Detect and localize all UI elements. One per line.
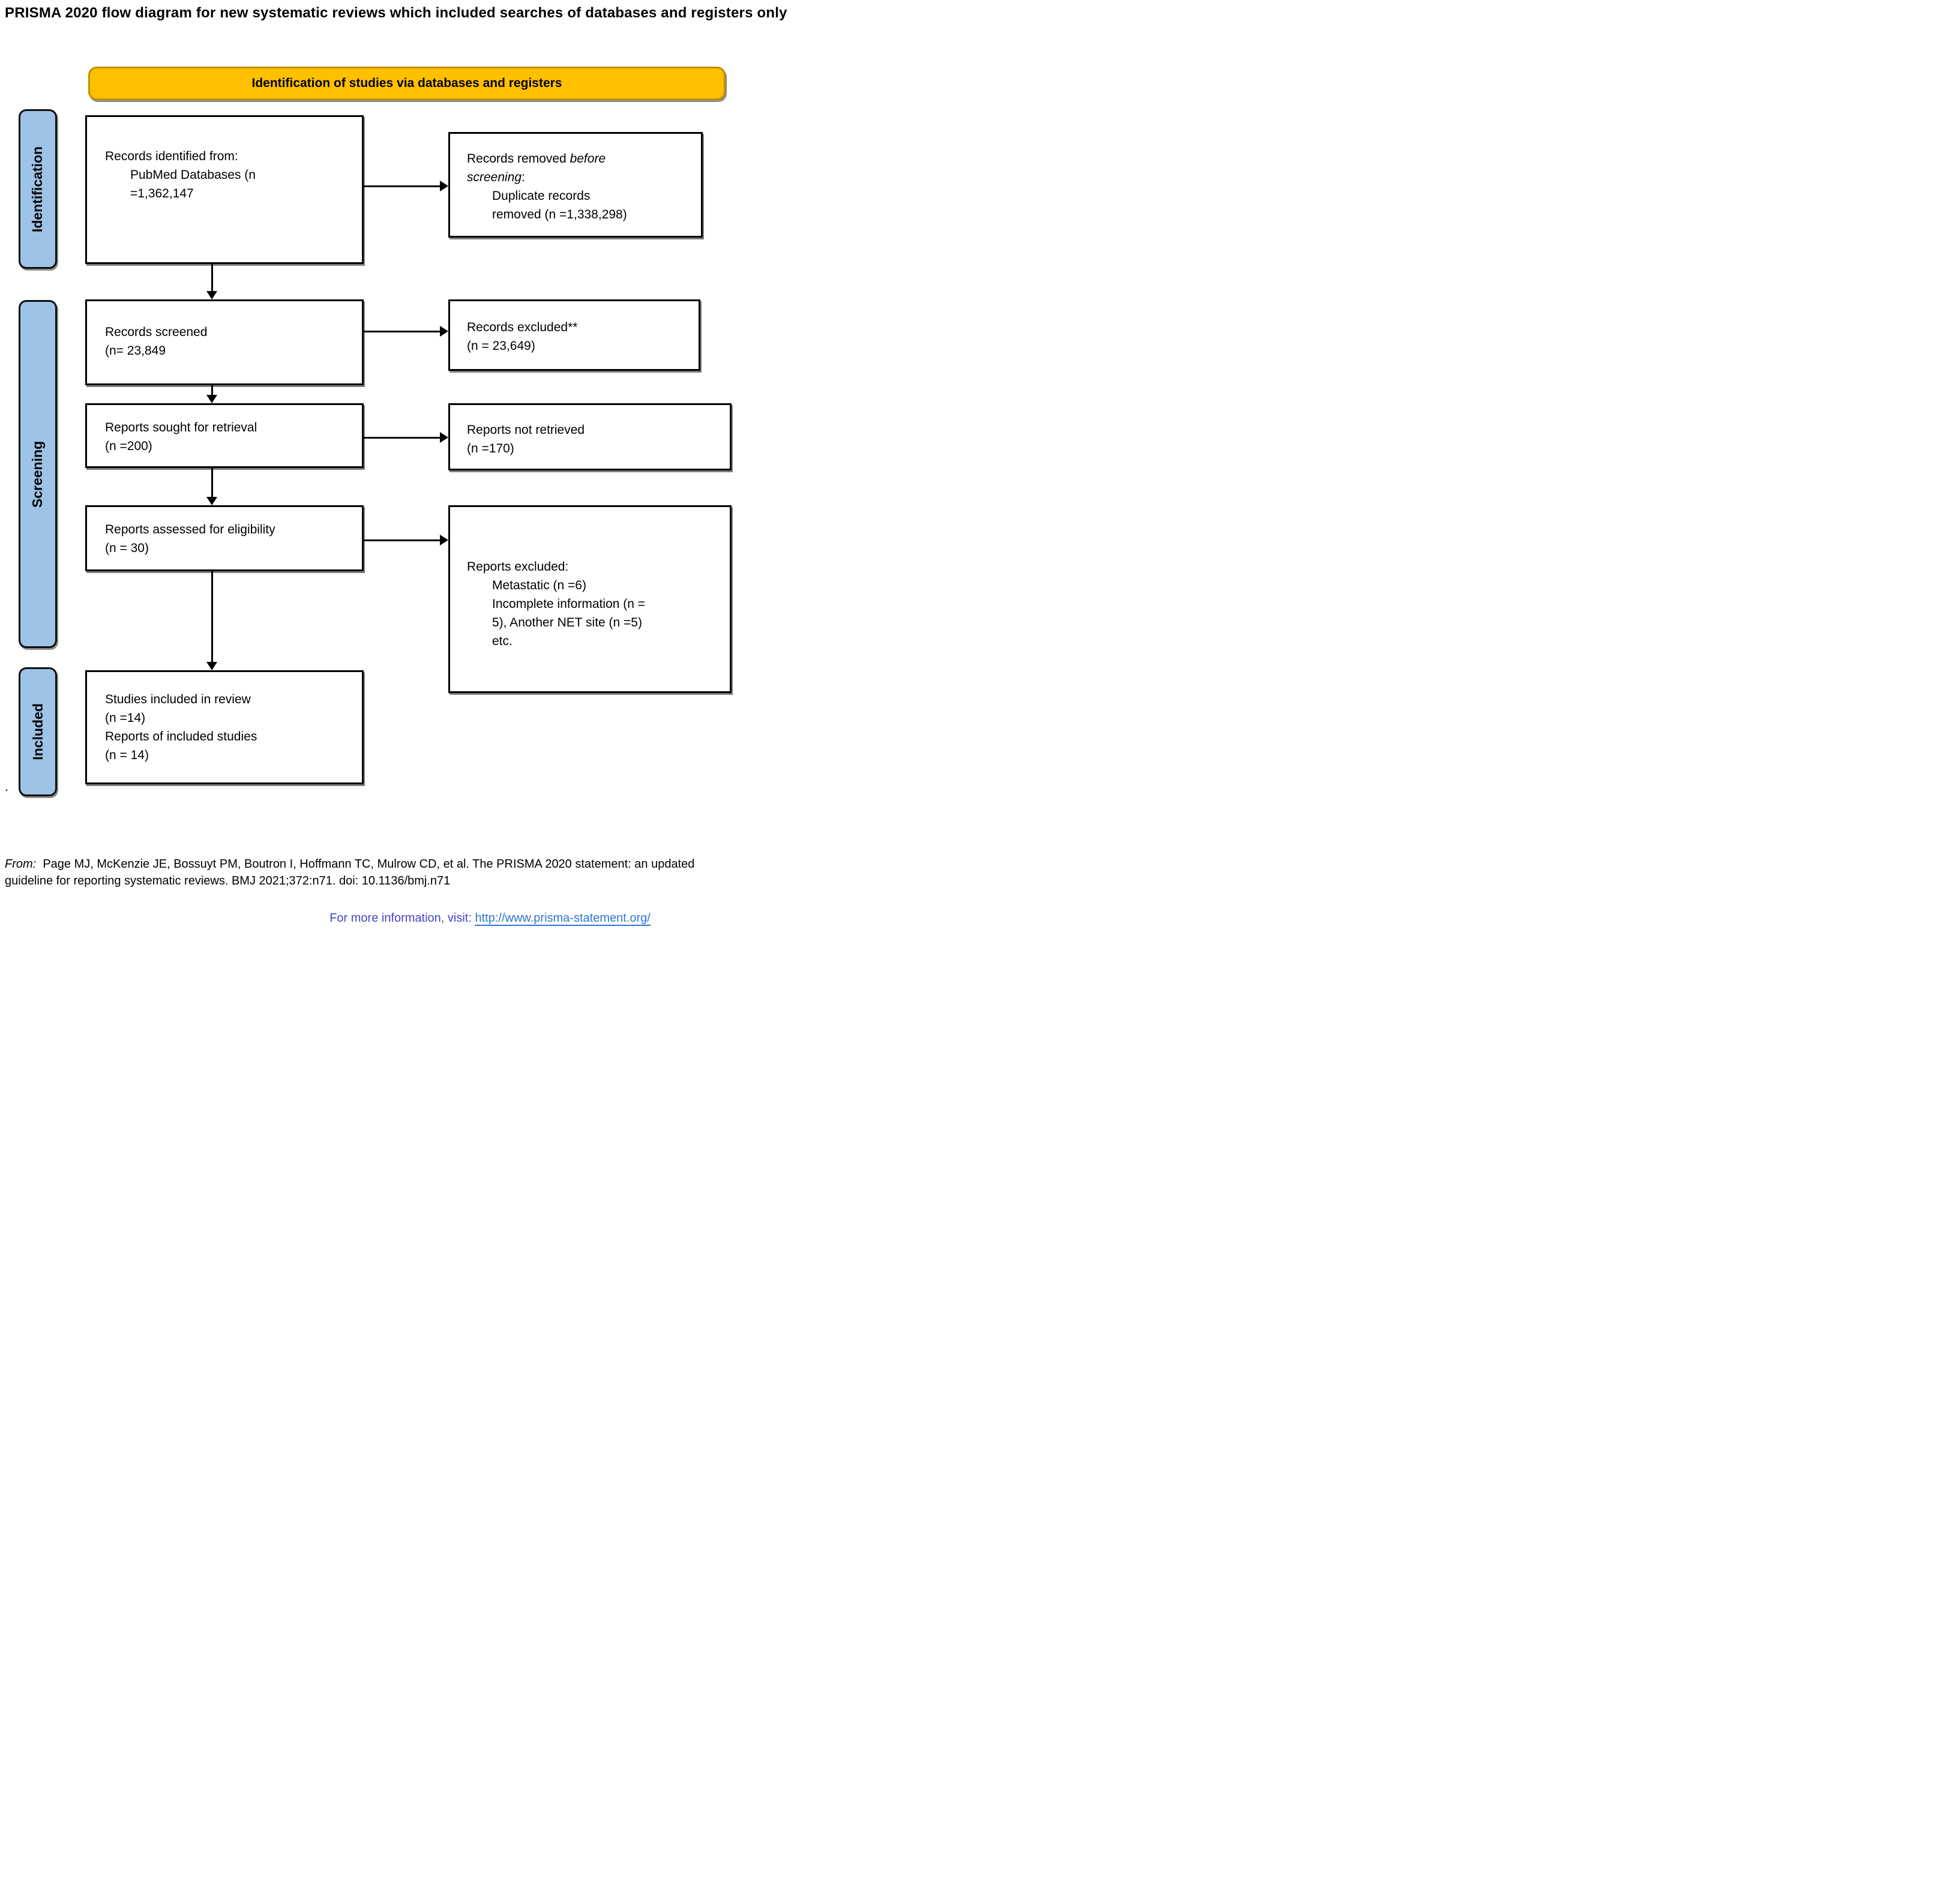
arrow-screened-to-excluded-line (364, 331, 440, 332)
box-line: Records screened (105, 325, 208, 339)
box-line: PubMed Databases (n (130, 168, 256, 182)
citation-line-1: Page MJ, McKenzie JE, Bossuyt PM, Boutro… (36, 857, 695, 871)
box-line: =1,362,147 (130, 187, 194, 200)
more-info-line: For more information, visit: http://www.… (0, 911, 980, 926)
box-line: Reports assessed for eligibility (105, 523, 275, 536)
flow-box-reports-sought: Reports sought for retrieval (n =200) (85, 403, 364, 468)
citation-from-label: From: (5, 857, 37, 871)
box-line: (n = 30) (105, 541, 149, 555)
arrow-right-icon (440, 326, 448, 337)
box-line: (n= 23,849 (105, 344, 166, 358)
flow-box-records-screened: Records screened (n= 23,849 (85, 299, 364, 385)
flow-box-records-removed: Records removed before screening: Duplic… (448, 132, 703, 238)
arrow-sought-to-assessed-line (211, 468, 213, 497)
flow-box-reports-assessed: Reports assessed for eligibility (n = 30… (85, 505, 364, 571)
box-line: screening: (467, 168, 695, 187)
stage-label-included: Included (29, 703, 46, 760)
stray-period: . (5, 780, 8, 794)
box-line: (n =170) (467, 442, 514, 455)
stage-bar-screening: Screening (19, 300, 57, 648)
prisma-statement-link[interactable]: http://www.prisma-statement.org/ (475, 911, 651, 926)
arrow-down-icon (206, 291, 217, 299)
stage-bar-included: Included (19, 667, 57, 796)
arrow-assessed-to-repexcluded-line (364, 539, 440, 541)
arrow-down-icon (206, 395, 217, 403)
arrow-right-icon (440, 432, 448, 443)
arrow-right-icon (440, 535, 448, 545)
banner-label: Identification of studies via databases … (251, 76, 562, 90)
box-line: Reports sought for retrieval (105, 421, 257, 434)
box-line: Duplicate records (492, 189, 591, 203)
flow-box-reports-not-retrieved: Reports not retrieved (n =170) (448, 403, 732, 470)
arrow-down-icon (206, 662, 217, 670)
stage-bar-identification: Identification (19, 109, 57, 269)
page-title: PRISMA 2020 flow diagram for new systema… (5, 5, 787, 21)
citation-text: From: Page MJ, McKenzie JE, Bossuyt PM, … (5, 856, 975, 889)
flow-box-records-excluded: Records excluded** (n = 23,649) (448, 299, 700, 371)
box-text-italic: screening (467, 170, 522, 184)
box-line: (n = 14) (105, 748, 149, 762)
stage-label-screening: Screening (29, 440, 46, 508)
arrow-assessed-to-included-line (211, 571, 213, 662)
arrow-sought-to-notretrieved-line (364, 437, 440, 439)
box-line: Reports of included studies (105, 730, 257, 743)
stage-label-identification: Identification (29, 146, 46, 232)
more-info-prefix: For more information, visit: (329, 911, 475, 925)
box-line: Records excluded** (467, 320, 578, 334)
flow-box-records-identified: Records identified from: PubMed Database… (85, 115, 364, 264)
flow-box-studies-included: Studies included in review (n =14) Repor… (85, 670, 364, 784)
arrow-screened-to-sought-line (211, 385, 213, 395)
box-line: 5), Another NET site (n =5) (492, 616, 642, 629)
arrow-identified-to-removed-line (364, 185, 440, 187)
citation-line-2: guideline for reporting systematic revie… (5, 874, 451, 887)
arrow-identified-to-screened-line (211, 264, 213, 291)
box-line: removed (n =1,338,298) (492, 208, 627, 221)
box-line: Reports excluded: (467, 560, 569, 574)
box-line: etc. (492, 634, 513, 648)
banner-identification-via-databases: Identification of studies via databases … (88, 67, 726, 100)
box-line: (n = 23,649) (467, 339, 535, 353)
box-line: Reports not retrieved (467, 423, 585, 437)
box-line: Metastatic (n =6) (492, 578, 586, 592)
flow-box-reports-excluded: Reports excluded: Metastatic (n =6) Inco… (448, 505, 732, 693)
box-line: Records identified from: (105, 149, 238, 163)
box-line: (n =200) (105, 439, 152, 453)
box-line: Studies included in review (105, 692, 251, 706)
arrow-right-icon (440, 181, 448, 191)
arrow-down-icon (206, 497, 217, 505)
box-line: Records removed before (467, 149, 695, 168)
box-line: Incomplete information (n = (492, 597, 646, 611)
prisma-flow-diagram: PRISMA 2020 flow diagram for new systema… (0, 0, 980, 938)
box-line: (n =14) (105, 711, 146, 725)
box-text: : (522, 170, 525, 184)
box-text: Records removed (467, 152, 570, 166)
box-text-italic: before (570, 152, 606, 166)
